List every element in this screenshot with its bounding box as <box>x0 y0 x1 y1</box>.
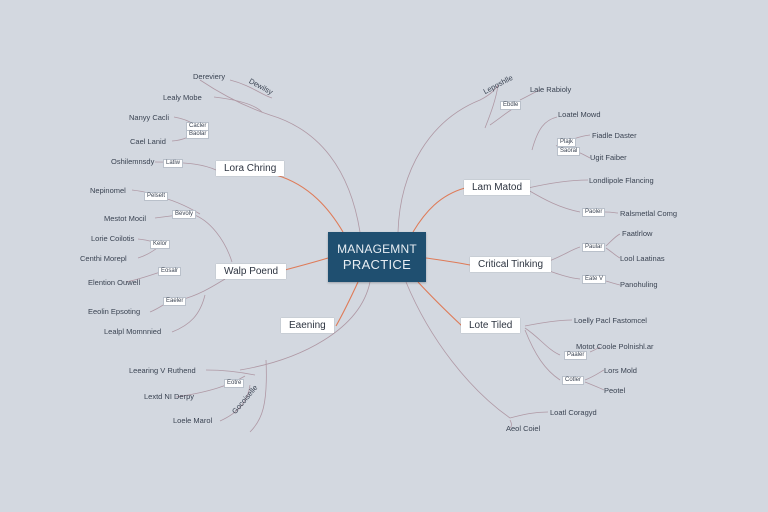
leaf[interactable]: Aeol Coiel <box>506 424 541 433</box>
tag: Saoral <box>557 147 581 156</box>
tag: Eosalr <box>158 267 182 276</box>
tag: Paular <box>582 243 606 252</box>
central-topic-line1: MANAGEMNT <box>337 242 417 256</box>
edge-left-top <box>275 174 344 233</box>
tag: Latiw <box>163 159 184 168</box>
leaf[interactable]: Lors Mold <box>604 366 637 375</box>
edge-right-bottom <box>417 281 463 327</box>
tag: Eate V <box>582 275 607 284</box>
leaf[interactable]: Lale Rabioly <box>530 85 572 94</box>
branch-right-mid[interactable]: Critical Tinking <box>470 257 552 272</box>
leaf[interactable]: Loele Marol <box>173 416 213 425</box>
tag: Paaler <box>564 351 588 360</box>
leaf[interactable]: Dereviery <box>193 72 226 81</box>
tag: Bevoly <box>172 210 197 219</box>
leaf[interactable]: Centhi Morepl <box>80 254 127 263</box>
tag: Kelor <box>150 240 171 249</box>
leaf[interactable]: Oshilemnsdy <box>111 157 155 166</box>
tag: Eaeler <box>163 297 187 306</box>
leaf[interactable]: Panohuling <box>620 280 658 289</box>
branch-left-mid[interactable]: Walp Poend <box>216 264 287 279</box>
edge-right-top <box>412 187 466 233</box>
leaf[interactable]: Loatel Mowd <box>558 110 601 119</box>
edge-right-mid <box>425 257 471 266</box>
tag: Ebdle <box>500 101 522 110</box>
leaf[interactable]: Ugit Faiber <box>590 153 627 162</box>
leaf[interactable]: Faatlrlow <box>622 229 653 238</box>
edge-left-bottom <box>335 281 359 327</box>
leaf[interactable]: Lorie Coilotis <box>91 234 135 243</box>
leaf[interactable]: Nepinomel <box>90 186 126 195</box>
leaf[interactable]: Lool Laatinas <box>620 254 665 263</box>
branch-left-top[interactable]: Lora Chring <box>216 161 285 176</box>
leaf[interactable]: Ralsmetlal Comg <box>620 209 678 218</box>
leaf[interactable]: Elention Ouwell <box>88 278 141 287</box>
leaf[interactable]: Motot Coole Polnishl.ar <box>576 342 654 351</box>
branch-right-top[interactable]: Lam Matod <box>464 180 531 195</box>
leaf[interactable]: Cael Lanid <box>130 137 166 146</box>
tag: Pelselt <box>144 192 169 201</box>
leaf[interactable]: Fiadle Daster <box>592 131 637 140</box>
leaf[interactable]: Lealpl Momnnied <box>104 327 162 336</box>
tag: Baolar <box>186 130 210 139</box>
leaf[interactable]: Lealy Mobe <box>163 93 202 102</box>
leaf[interactable]: Loelly Pacl Fastomcel <box>574 316 647 325</box>
central-topic[interactable]: MANAGEMNT PRACTICE <box>328 232 426 282</box>
central-topic-line2: PRACTICE <box>342 257 412 272</box>
leaf[interactable]: Mestot Mocil <box>104 214 147 223</box>
leaf[interactable]: Nanyy Cacli <box>129 113 170 122</box>
branch-right-bottom[interactable]: Lote Tiled <box>461 318 521 333</box>
tag: Paoler <box>582 208 606 217</box>
leaf[interactable]: Lextd NI Derpy <box>144 392 195 401</box>
branch-left-bottom[interactable]: Eaening <box>281 318 334 333</box>
tag: Cotler <box>562 376 585 385</box>
leaf[interactable]: Leearing V Ruthend <box>129 366 196 375</box>
leaf[interactable]: Loatl Coragyd <box>550 408 597 417</box>
leaf[interactable]: Londlipole Flancing <box>589 176 654 185</box>
edge-left-mid <box>280 257 329 272</box>
leaf[interactable]: Eeolin Epsoting <box>88 307 141 316</box>
leaf[interactable]: Peotel <box>604 386 626 395</box>
tag: Plajk <box>557 138 577 147</box>
tag: Eotre <box>224 379 245 388</box>
